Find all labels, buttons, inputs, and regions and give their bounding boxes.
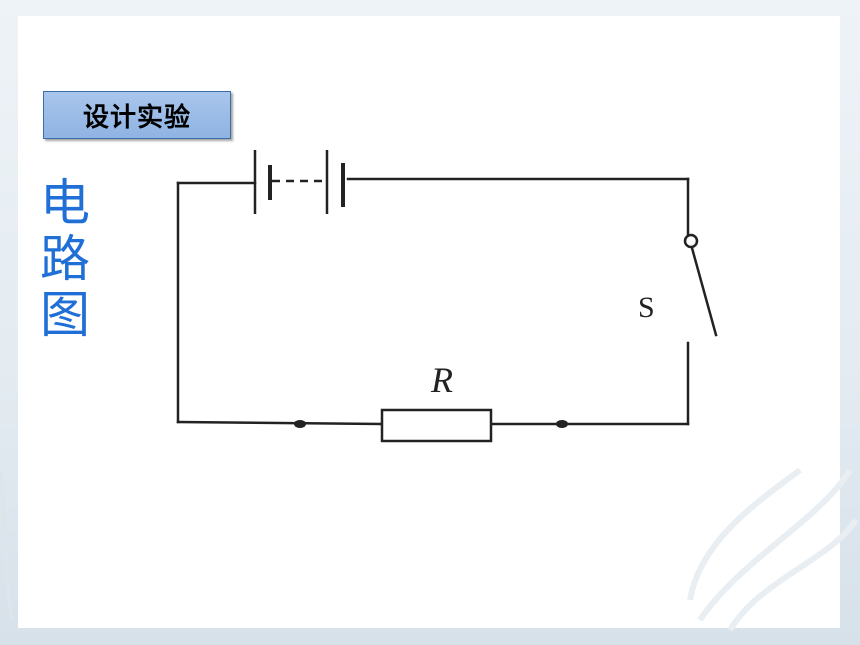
switch-lever — [690, 246, 718, 337]
vertical-label-char-2: 路 — [40, 230, 90, 288]
circuit-diagram-vertical-label: 电 路 图 — [35, 175, 95, 343]
vertical-label-char-1: 电 — [40, 174, 90, 232]
junction-dot-left — [294, 420, 306, 428]
vertical-label-char-3: 图 — [40, 286, 90, 344]
switch-pivot — [683, 233, 699, 249]
junction-dot-right — [556, 420, 568, 428]
experiment-title-box: 设计实验 — [43, 91, 231, 139]
experiment-title-text: 设计实验 — [82, 102, 191, 133]
resistor-body — [380, 408, 493, 443]
switch-label: S — [638, 291, 655, 324]
wire-bottom-left — [176, 420, 384, 426]
resistor-label: R — [430, 360, 453, 400]
